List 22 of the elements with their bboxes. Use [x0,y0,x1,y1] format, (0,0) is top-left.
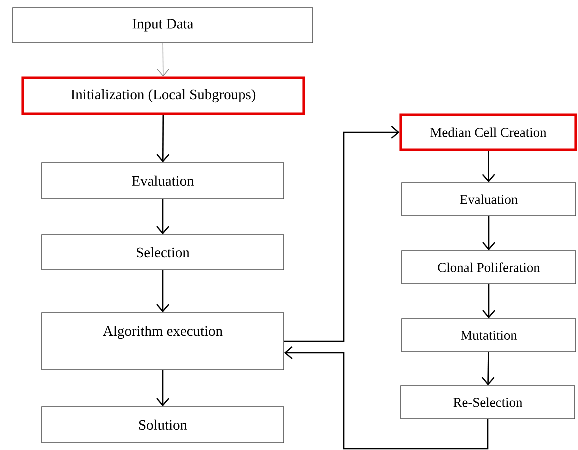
arrow [284,126,400,342]
process-box: Mutatition [402,318,576,352]
arrow [482,216,496,251]
arrow [482,284,496,319]
arrow [156,115,170,163]
highlighted-step-box: Median Cell Creation [400,114,578,152]
process-box: Solution [42,406,284,444]
process-box: Selection [42,234,284,270]
process-box: Algorithm execution [42,312,284,370]
arrow [482,151,496,183]
arrow [156,43,170,77]
process-box: Re-Selection [400,386,576,420]
arrow [156,370,170,407]
arrow [156,199,170,235]
process-box: Evaluation [402,182,576,216]
arrow [284,346,489,450]
arrow [156,270,170,313]
process-box: Clonal Poliferation [402,250,576,284]
process-box: Input Data [12,8,314,44]
process-box: Evaluation [42,162,284,200]
arrow [482,352,495,386]
highlighted-step-box: Initialization (Local Subgroups) [22,76,306,116]
